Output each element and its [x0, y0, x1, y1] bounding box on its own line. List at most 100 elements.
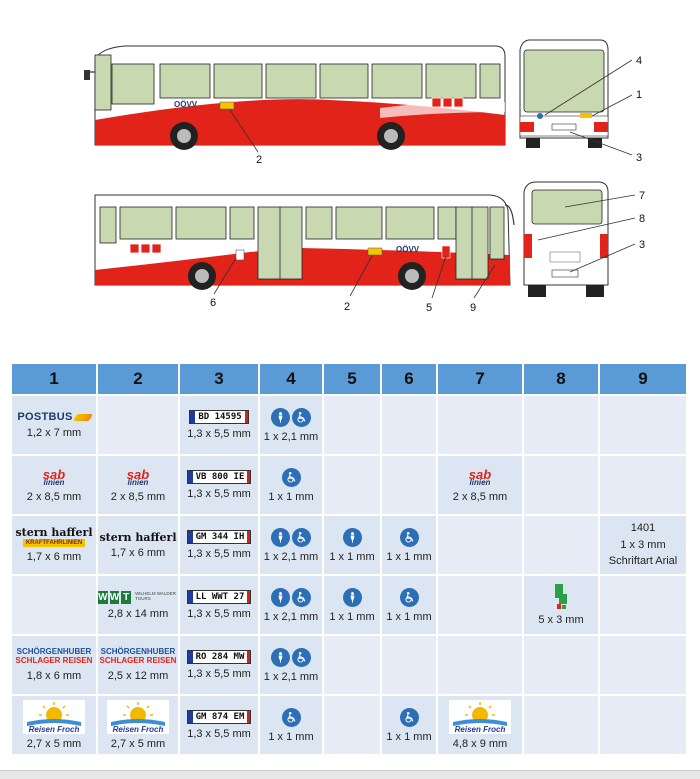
size-label: 1,3 x 5,5 mm: [187, 548, 251, 560]
cell-r5-c9: [598, 634, 688, 696]
person-icon: [271, 647, 290, 667]
cell-r2-c4: 1 x 1 mm: [258, 454, 324, 516]
cell-r5-c7: [436, 634, 524, 696]
size-label: 2,7 x 5 mm: [110, 738, 166, 750]
col-header-4: 4: [258, 362, 324, 396]
size-label: 1 x 1 mm: [386, 730, 432, 743]
size-label: 1,7 x 6 mm: [26, 551, 82, 563]
size-label: 1,7 x 6 mm: [110, 546, 166, 559]
callout-1: 1: [636, 89, 642, 101]
cell-r5-c5: [322, 634, 382, 696]
cell-r1-c7: [436, 394, 524, 456]
wheelchair-icon: [292, 647, 311, 667]
size-label: 1 x 2,1 mm: [263, 550, 319, 563]
reisen-froch-logo: Reisen Froch: [23, 700, 85, 734]
size-label: 1 x 3 mm: [620, 538, 666, 551]
callout-6: 6: [210, 297, 216, 309]
size-label: 2,7 x 5 mm: [26, 738, 82, 750]
cell-r1-c2: [96, 394, 180, 456]
size-label: 1,2 x 7 mm: [26, 426, 82, 439]
cell-r6-c8: [522, 694, 600, 756]
cell-r6-c1: Reisen Froch 2,7 x 5 mm: [10, 694, 98, 756]
wheelchair-icon: [292, 527, 311, 547]
cell-r6-c5: [322, 694, 382, 756]
cell-r4-c3: LL WWT 27 1,3 x 5,5 mm: [178, 574, 260, 636]
size-label: 2 x 8,5 mm: [26, 490, 82, 503]
cell-r4-c4: 1 x 2,1 mm: [258, 574, 324, 636]
cell-r6-c3: GM 874 EM 1,3 x 5,5 mm: [178, 694, 260, 756]
cell-r2-c8: [522, 454, 600, 516]
green-exit-sign-icon: [555, 584, 567, 609]
reisen-froch-logo: Reisen Froch: [449, 700, 511, 734]
size-label: 1 x 1 mm: [268, 730, 314, 743]
size-label: 1 x 1 mm: [329, 550, 375, 563]
callout-3-top: 3: [636, 152, 642, 164]
cell-r3-c2: stern hafferl 1,7 x 6 mm: [96, 514, 180, 576]
cell-r4-c6: 1 x 1 mm: [380, 574, 438, 636]
cell-r1-c8: [522, 394, 600, 456]
stern-hafferl-logo: stern hafferl: [99, 530, 177, 544]
size-label: 1 x 2,1 mm: [263, 610, 319, 623]
cell-r1-c1: POSTBUS 1,2 x 7 mm: [10, 394, 98, 456]
col-header-2: 2: [96, 362, 180, 396]
person-icon: [271, 527, 290, 547]
size-label: 2,8 x 14 mm: [107, 607, 169, 620]
license-plate: VB 800 IE: [186, 470, 252, 484]
col-header-8: 8: [522, 362, 600, 396]
cell-r4-c8: 5 x 3 mm: [522, 574, 600, 636]
wheelchair-icon: [399, 527, 419, 547]
person-icon: [271, 587, 290, 607]
size-label: 1 x 1 mm: [386, 550, 432, 563]
livery-spec-table: 1 2 3 4 5 6 7 8 9 POSTBUS 1,2 x 7 mm BD …: [10, 362, 688, 756]
cell-r4-c5: 1 x 1 mm: [322, 574, 382, 636]
cell-r2-c3: VB 800 IE 1,3 x 5,5 mm: [178, 454, 260, 516]
callout-9: 9: [470, 302, 476, 314]
cell-r5-c3: RO 284 MW 1,3 x 5,5 mm: [178, 634, 260, 696]
cell-r3-c9: 1401 1 x 3 mm Schriftart Arial: [598, 514, 688, 576]
bus-side-view-right: OÖVV 6 2 5 9: [94, 194, 515, 314]
table-row: POSTBUS 1,2 x 7 mm BD 14595 1,3 x 5,5 mm…: [10, 394, 688, 456]
size-label: 2 x 8,5 mm: [110, 490, 166, 503]
col-header-6: 6: [380, 362, 438, 396]
size-label: 1,3 x 5,5 mm: [187, 488, 251, 500]
cell-r6-c7: Reisen Froch 4,8 x 9 mm: [436, 694, 524, 756]
cell-r1-c6: [380, 394, 438, 456]
wheelchair-icon: [281, 467, 301, 487]
callout-7: 7: [639, 190, 645, 202]
callout-3-bottom: 3: [639, 239, 645, 251]
table-row: Reisen Froch 2,7 x 5 mm Reisen Froch 2,7…: [10, 694, 688, 756]
col-header-9: 9: [598, 362, 688, 396]
person-icon: [342, 587, 362, 607]
line-number: 1401: [630, 522, 656, 535]
wheelchair-icon: [399, 587, 419, 607]
cell-r5-c8: [522, 634, 600, 696]
license-plate: GM 344 IH: [186, 530, 252, 544]
side-livery-text-2: OÖVV: [396, 245, 420, 254]
license-plate: LL WWT 27: [186, 590, 252, 604]
col-header-1: 1: [10, 362, 98, 396]
cell-r1-c4: 1 x 2,1 mm: [258, 394, 324, 456]
cell-r2-c6: [380, 454, 438, 516]
font-note: Schriftart Arial: [608, 555, 678, 568]
bus-front-view: 4 1 3: [519, 39, 642, 164]
cell-r4-c9: [598, 574, 688, 636]
size-label: 1 x 2,1 mm: [263, 430, 319, 443]
col-header-7: 7: [436, 362, 524, 396]
size-label: 1,3 x 5,5 mm: [187, 728, 251, 740]
cell-r1-c5: [322, 394, 382, 456]
bus-livery-diagram: OÖVV 2 4 1 3: [84, 39, 645, 314]
table-header-row: 1 2 3 4 5 6 7 8 9: [10, 362, 688, 396]
callout-5: 5: [426, 302, 432, 314]
size-label: 2 x 8,5 mm: [452, 490, 508, 503]
